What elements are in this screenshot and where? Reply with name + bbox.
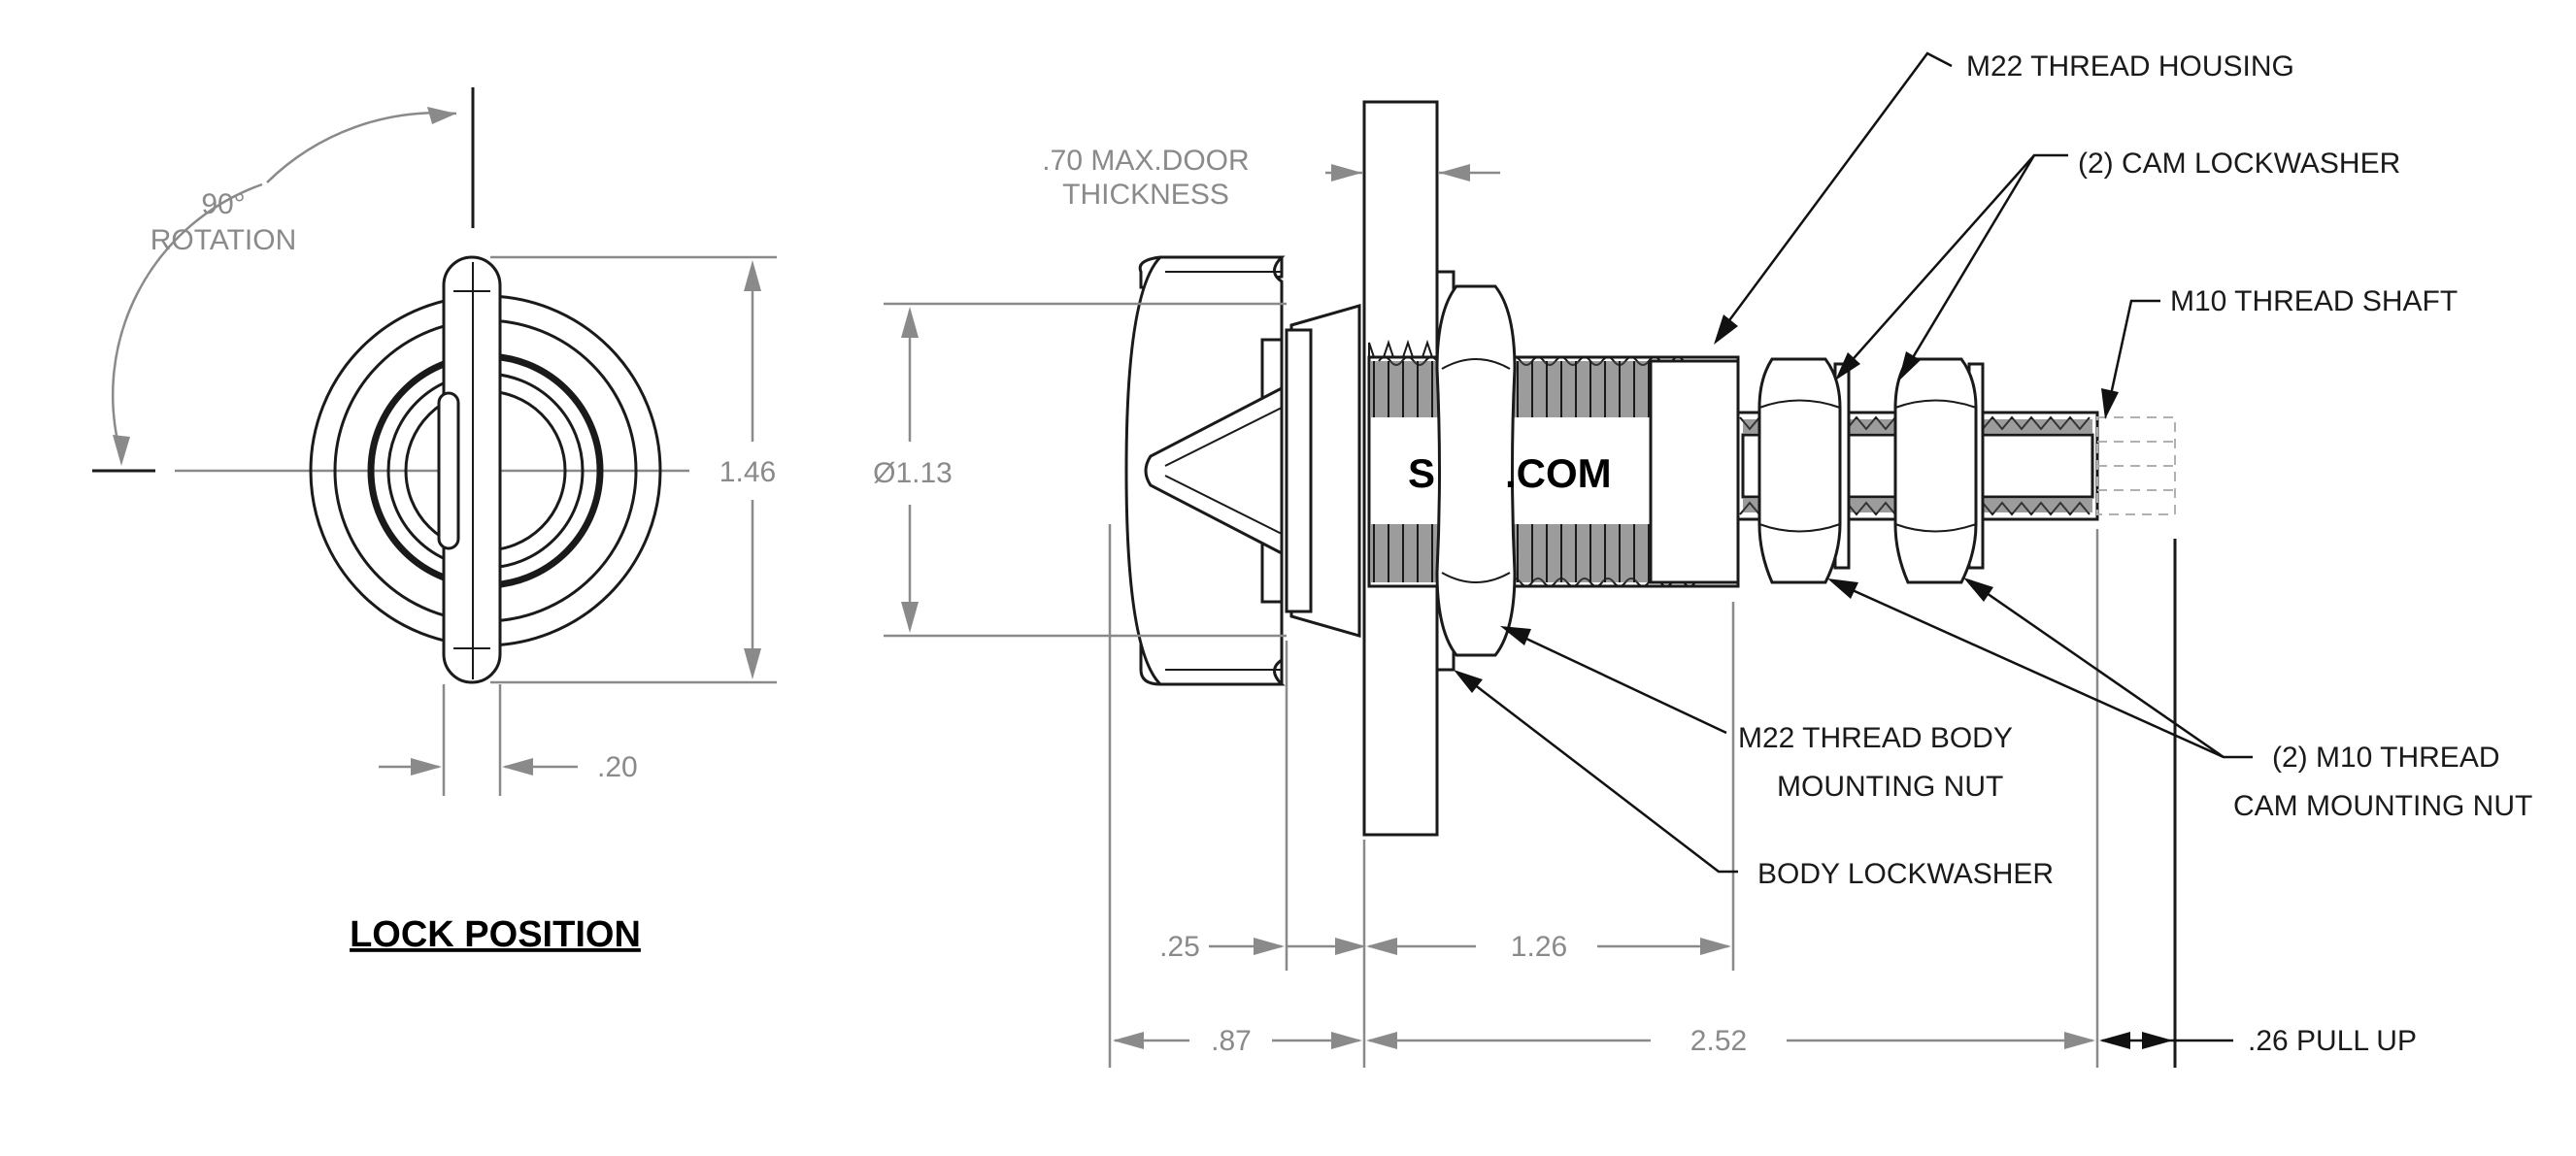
brand-text: S bbox=[1408, 450, 1435, 496]
callout-body-nut-2: MOUNTING NUT bbox=[1777, 771, 2003, 803]
diameter-dim-text: Ø1.13 bbox=[873, 457, 953, 489]
dim-087-text: .87 bbox=[1211, 1025, 1252, 1057]
height-dim-text: 1.46 bbox=[719, 456, 776, 488]
rotation-label-text: ROTATION bbox=[151, 224, 297, 256]
front-view: 90° ROTATION 1.46 .20 LOCK POSITION bbox=[92, 87, 777, 955]
rotation-angle-text: 90° bbox=[201, 188, 245, 220]
brand-suffix-text: .COM bbox=[1505, 450, 1612, 496]
side-view: S .COM .70 MAX.DOOR THICKNESS bbox=[873, 100, 2417, 1068]
callout-m22-housing: M22 THREAD HOUSING bbox=[1966, 50, 2294, 83]
pull-up-text: .26 PULL UP bbox=[2248, 1025, 2417, 1057]
dim-252-text: 2.52 bbox=[1690, 1025, 1747, 1057]
callout-cam-nut-1: (2) M10 THREAD bbox=[2272, 742, 2500, 774]
callout-cam-nut-2: CAM MOUNTING NUT bbox=[2233, 790, 2532, 822]
callout-m10-shaft: M10 THREAD SHAFT bbox=[2170, 285, 2458, 317]
dim-126-text: 1.26 bbox=[1511, 931, 1567, 963]
callouts: M22 THREAD HOUSING (2) CAM LOCKWASHER M1… bbox=[1454, 50, 2532, 890]
callout-body-nut-1: M22 THREAD BODY bbox=[1738, 722, 2013, 754]
housing-thread-bands bbox=[1371, 361, 1651, 582]
callout-body-lockwasher: BODY LOCKWASHER bbox=[1757, 858, 2054, 890]
dim-025-text: .25 bbox=[1159, 931, 1200, 963]
door-thickness-text-2: THICKNESS bbox=[1062, 179, 1229, 211]
door-thickness-text-1: .70 MAX.DOOR bbox=[1042, 145, 1249, 177]
view-title: LOCK POSITION bbox=[350, 914, 641, 955]
width-dim-text: .20 bbox=[597, 751, 638, 783]
cam-nut-1 bbox=[1757, 357, 1842, 584]
callout-cam-lockwasher: (2) CAM LOCKWASHER bbox=[2078, 148, 2400, 180]
cam-nut-2 bbox=[1893, 357, 1978, 584]
body-mounting-nut bbox=[1435, 284, 1517, 657]
